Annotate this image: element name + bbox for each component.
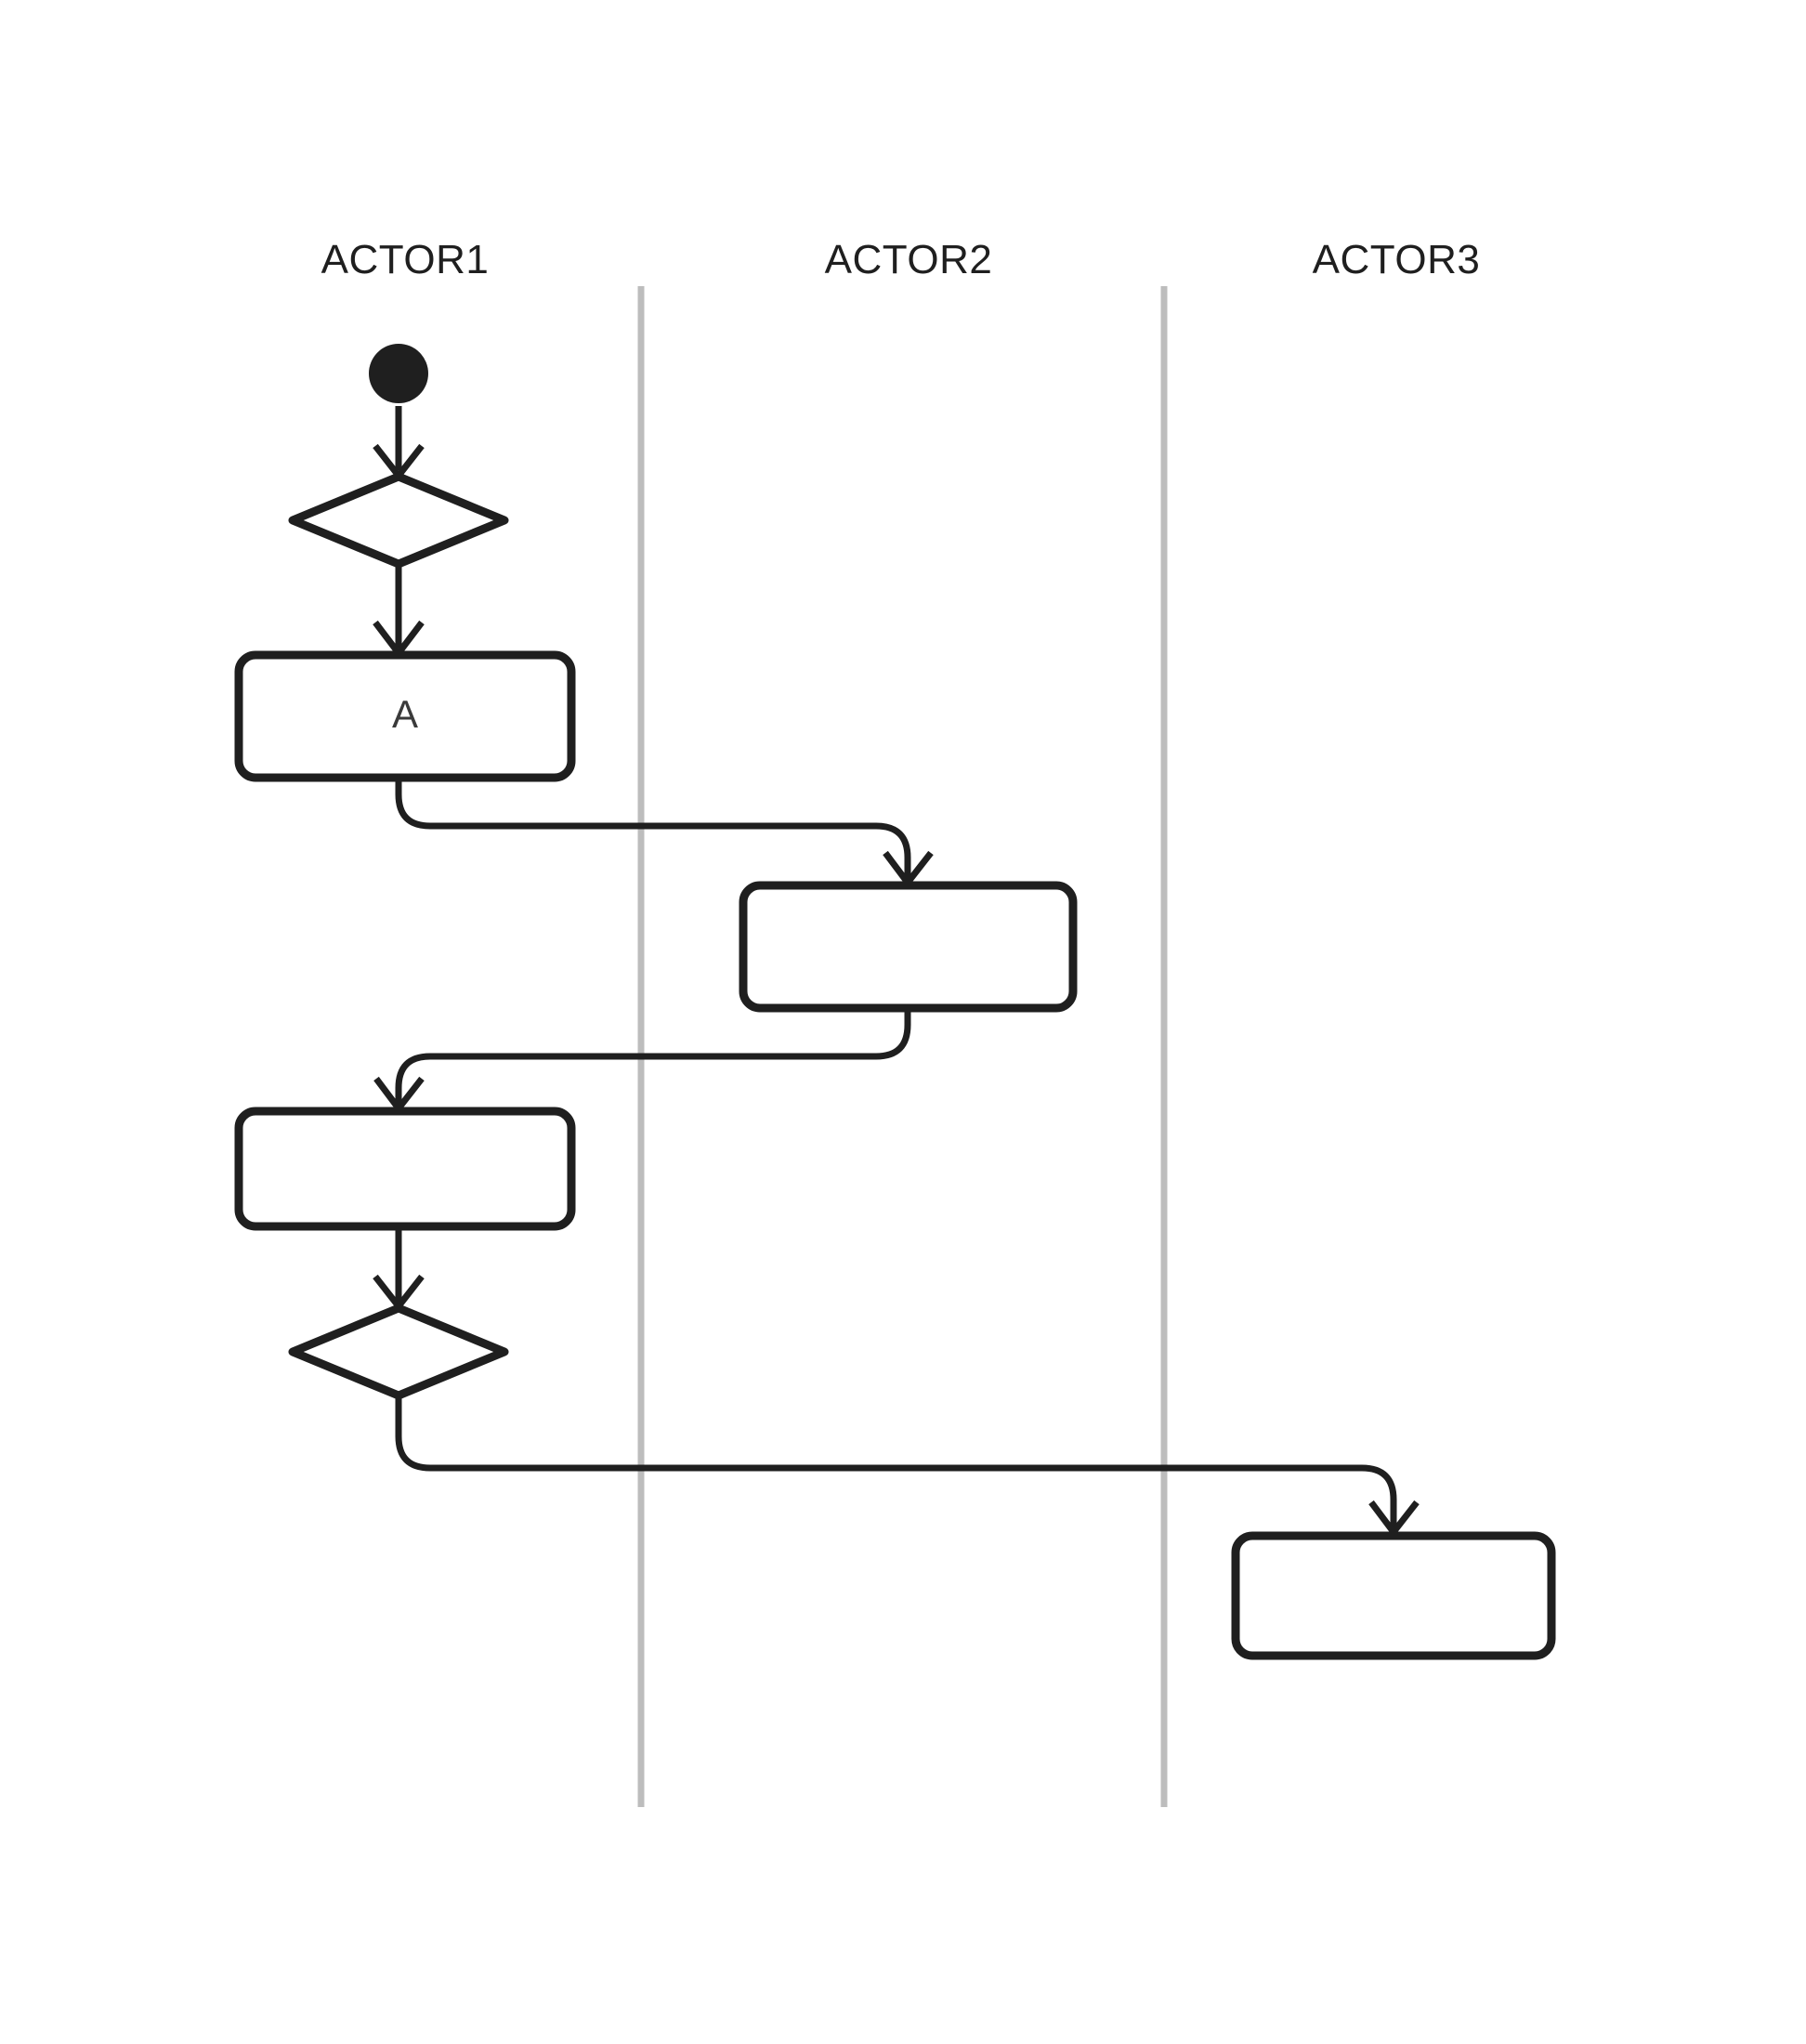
action-node-a-label: A bbox=[392, 692, 418, 736]
edge-action3-to-decision2 bbox=[373, 1226, 425, 1312]
edge-start-to-decision1 bbox=[373, 406, 425, 481]
edge-decision2-to-action4 bbox=[395, 1395, 1420, 1538]
action-node-4[interactable] bbox=[1231, 1531, 1556, 1660]
action-node-a[interactable]: A bbox=[234, 650, 576, 782]
decision-node-1[interactable] bbox=[288, 472, 509, 569]
lane-label-actor2: ACTOR2 bbox=[825, 237, 993, 282]
nodes: A bbox=[234, 344, 1556, 1660]
lane-label-actor3: ACTOR3 bbox=[1313, 237, 1481, 282]
action-node-3[interactable] bbox=[234, 1107, 576, 1231]
start-node[interactable] bbox=[369, 344, 428, 403]
edge-decision1-to-actiona bbox=[373, 567, 425, 659]
edge-actiona-to-action2 bbox=[395, 778, 934, 888]
decision-node-2[interactable] bbox=[288, 1304, 509, 1400]
lane-headers: ACTOR1 ACTOR2 ACTOR3 bbox=[321, 237, 1481, 282]
lane-dividers bbox=[637, 286, 1168, 1807]
action-node-2[interactable] bbox=[739, 881, 1078, 1013]
lane-label-actor1: ACTOR1 bbox=[321, 237, 490, 282]
